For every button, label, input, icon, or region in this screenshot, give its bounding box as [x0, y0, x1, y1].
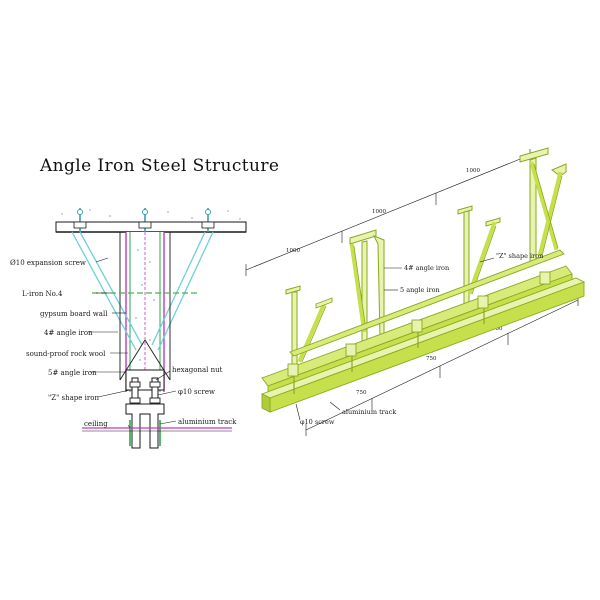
z-iron-assembly: [125, 369, 165, 405]
dim-1000-c: 1000: [466, 168, 480, 174]
label-5-angle-iron: 5# angle iron: [48, 369, 97, 377]
hangers: [285, 147, 567, 369]
iso-label-4-angle-iron: 4# angle iron: [404, 264, 449, 272]
aluminium-track: [125, 403, 165, 449]
label-z-iron: "Z" shape iron: [48, 394, 99, 402]
diagonal-braces-edge: [301, 163, 563, 363]
iso-label-5-angle-iron: 5 angle iron: [400, 286, 440, 294]
isometric-view: 1000 1000 1000 750 750 750 750: [245, 147, 586, 436]
iso-aluminium-track: [260, 277, 586, 413]
label-expansion-screw: Ø10 expansion screw: [10, 259, 86, 267]
dimension-lines: [245, 149, 579, 436]
upper-angle-iron: [289, 249, 565, 357]
iso-screws: [293, 308, 485, 394]
bracket-1: [315, 297, 333, 309]
label-4-angle-iron: 4# angle iron: [44, 329, 93, 337]
dim-1000-a: 1000: [286, 248, 300, 254]
section-detail: Ø10 expansion screw L-iron No.4 gypsum b…: [10, 208, 247, 449]
dim-750-a: 750: [356, 390, 367, 396]
label-hex-nut: hexagonal nut: [172, 366, 223, 374]
label-rock-wool: sound-proof rock wool: [26, 350, 106, 358]
label-gypsum: gypsum board wall: [40, 310, 108, 318]
left-diagonal-angle-iron: [71, 231, 143, 351]
slab-dots: [61, 209, 241, 220]
connector-blocks: [287, 271, 551, 377]
expansion-screw-left: [73, 208, 87, 232]
label-aluminium-track: aluminium track: [178, 418, 237, 426]
expansion-screw-right: [201, 208, 215, 232]
iso-label-z-iron: "Z" shape iron: [496, 252, 543, 260]
dim-750-b: 750: [426, 356, 437, 362]
label-ceiling: ceiling: [84, 420, 108, 428]
expansion-screw-mid: [138, 208, 152, 232]
label-l-iron: L-iron No.4: [22, 290, 63, 298]
iso-leaders: [295, 257, 495, 421]
dim-750-c: 750: [492, 326, 503, 332]
right-diagonal-angle-iron: [151, 231, 214, 351]
diagram-title: Angle Iron Steel Structure: [40, 156, 280, 176]
section-leaders: [88, 257, 177, 429]
iso-label-aluminium-track: aluminium track: [342, 408, 396, 416]
iso-label-screw-10: φ10 screw: [300, 418, 335, 426]
dim-1000-b: 1000: [372, 209, 386, 215]
label-screw-10: φ10 screw: [178, 388, 215, 396]
